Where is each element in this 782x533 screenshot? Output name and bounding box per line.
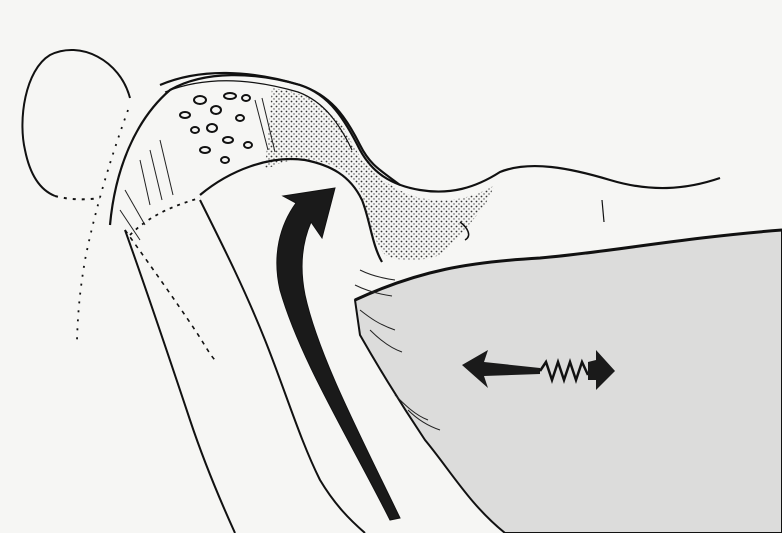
- diagram-svg: [0, 0, 782, 533]
- diagram-stage: [0, 0, 782, 533]
